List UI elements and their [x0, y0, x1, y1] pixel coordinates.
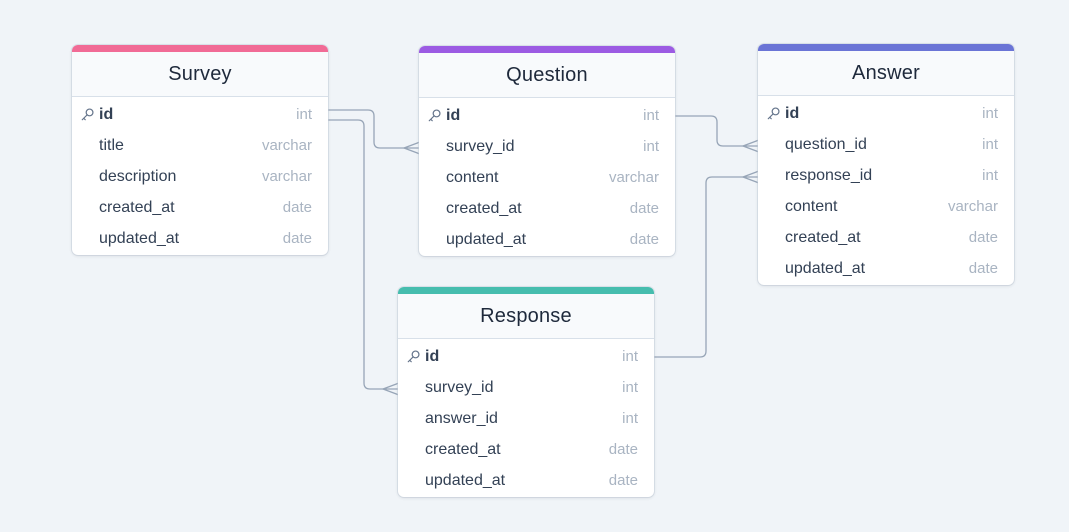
column-row-id[interactable]: id int — [758, 98, 1014, 129]
table-title: Answer — [852, 61, 920, 84]
crowsfoot-response-survey_id — [382, 382, 400, 396]
connector-response-answer — [653, 176, 760, 358]
table-question[interactable]: Question id int survey_id int content varchar… — [419, 46, 675, 256]
column-name: answer_id — [425, 409, 498, 427]
crowsfoot-answer-response_id — [742, 170, 760, 184]
column-name: id — [446, 106, 461, 124]
column-name: question_id — [785, 135, 867, 153]
table-header[interactable]: Question — [419, 53, 675, 98]
key-icon — [407, 350, 420, 363]
column-name: updated_at — [785, 259, 866, 277]
column-row-created_at[interactable]: created_at date — [72, 192, 328, 223]
column-row-description[interactable]: description varchar — [72, 161, 328, 192]
column-type: date — [629, 200, 659, 217]
column-type: int — [982, 136, 998, 153]
column-row-updated_at[interactable]: updated_at date — [758, 253, 1014, 284]
column-name: description — [99, 167, 177, 185]
column-name: content — [446, 168, 499, 186]
column-name: survey_id — [446, 137, 515, 155]
table-survey[interactable]: Survey id int title varchar description varch… — [72, 45, 328, 255]
column-type: int — [622, 410, 638, 427]
column-row-created_at[interactable]: created_at date — [758, 222, 1014, 253]
column-type: date — [968, 229, 998, 246]
column-name: created_at — [425, 440, 501, 458]
column-row-created_at[interactable]: created_at date — [398, 434, 654, 465]
column-type: int — [296, 106, 312, 123]
column-row-content[interactable]: content varchar — [419, 162, 675, 193]
column-name: content — [785, 197, 838, 215]
column-name: id — [785, 104, 800, 122]
column-name: response_id — [785, 166, 873, 184]
column-row-created_at[interactable]: created_at date — [419, 193, 675, 224]
connector-survey-question — [327, 109, 421, 149]
column-list: id int survey_id int content varchar created_a… — [419, 98, 675, 255]
column-type: int — [622, 348, 638, 365]
column-row-survey_id[interactable]: survey_id int — [398, 372, 654, 403]
table-accent-bar — [419, 46, 675, 53]
column-row-response_id[interactable]: response_id int — [758, 160, 1014, 191]
column-row-updated_at[interactable]: updated_at date — [419, 224, 675, 255]
column-type: date — [968, 260, 998, 277]
column-type: int — [982, 105, 998, 122]
column-row-question_id[interactable]: question_id int — [758, 129, 1014, 160]
table-header[interactable]: Response — [398, 294, 654, 339]
table-header[interactable]: Answer — [758, 51, 1014, 96]
column-name: updated_at — [99, 229, 180, 247]
column-name: updated_at — [446, 230, 527, 248]
column-name: created_at — [785, 228, 861, 246]
column-name: id — [99, 105, 114, 123]
column-name: title — [99, 136, 124, 154]
column-type: int — [982, 167, 998, 184]
crowsfoot-question-survey_id — [403, 141, 421, 155]
column-type: date — [282, 199, 312, 216]
table-accent-bar — [398, 287, 654, 294]
column-type: date — [608, 441, 638, 458]
column-type: date — [282, 230, 312, 247]
column-row-id[interactable]: id int — [398, 341, 654, 372]
key-icon — [767, 107, 780, 120]
column-row-title[interactable]: title varchar — [72, 130, 328, 161]
table-accent-bar — [72, 45, 328, 52]
connector-survey-response — [327, 119, 400, 390]
table-title: Question — [506, 63, 588, 86]
column-name: created_at — [446, 199, 522, 217]
crowsfoot-answer-question_id — [742, 139, 760, 153]
column-row-id[interactable]: id int — [419, 100, 675, 131]
column-type: varchar — [608, 169, 659, 186]
column-row-updated_at[interactable]: updated_at date — [72, 223, 328, 254]
column-type: date — [629, 231, 659, 248]
column-name: id — [425, 347, 440, 365]
column-name: survey_id — [425, 378, 494, 396]
table-accent-bar — [758, 44, 1014, 51]
key-icon — [428, 109, 441, 122]
column-list: id int title varchar description varchar creat… — [72, 97, 328, 254]
column-row-survey_id[interactable]: survey_id int — [419, 131, 675, 162]
table-title: Response — [480, 304, 572, 327]
column-row-content[interactable]: content varchar — [758, 191, 1014, 222]
table-title: Survey — [168, 62, 232, 85]
column-name: updated_at — [425, 471, 506, 489]
column-type: int — [622, 379, 638, 396]
column-row-id[interactable]: id int — [72, 99, 328, 130]
column-name: created_at — [99, 198, 175, 216]
column-row-answer_id[interactable]: answer_id int — [398, 403, 654, 434]
column-type: int — [643, 107, 659, 124]
table-header[interactable]: Survey — [72, 52, 328, 97]
column-type: varchar — [261, 168, 312, 185]
connector-question-answer — [674, 115, 760, 147]
column-row-updated_at[interactable]: updated_at date — [398, 465, 654, 496]
column-type: varchar — [947, 198, 998, 215]
key-icon — [81, 108, 94, 121]
column-type: int — [643, 138, 659, 155]
column-type: date — [608, 472, 638, 489]
column-type: varchar — [261, 137, 312, 154]
